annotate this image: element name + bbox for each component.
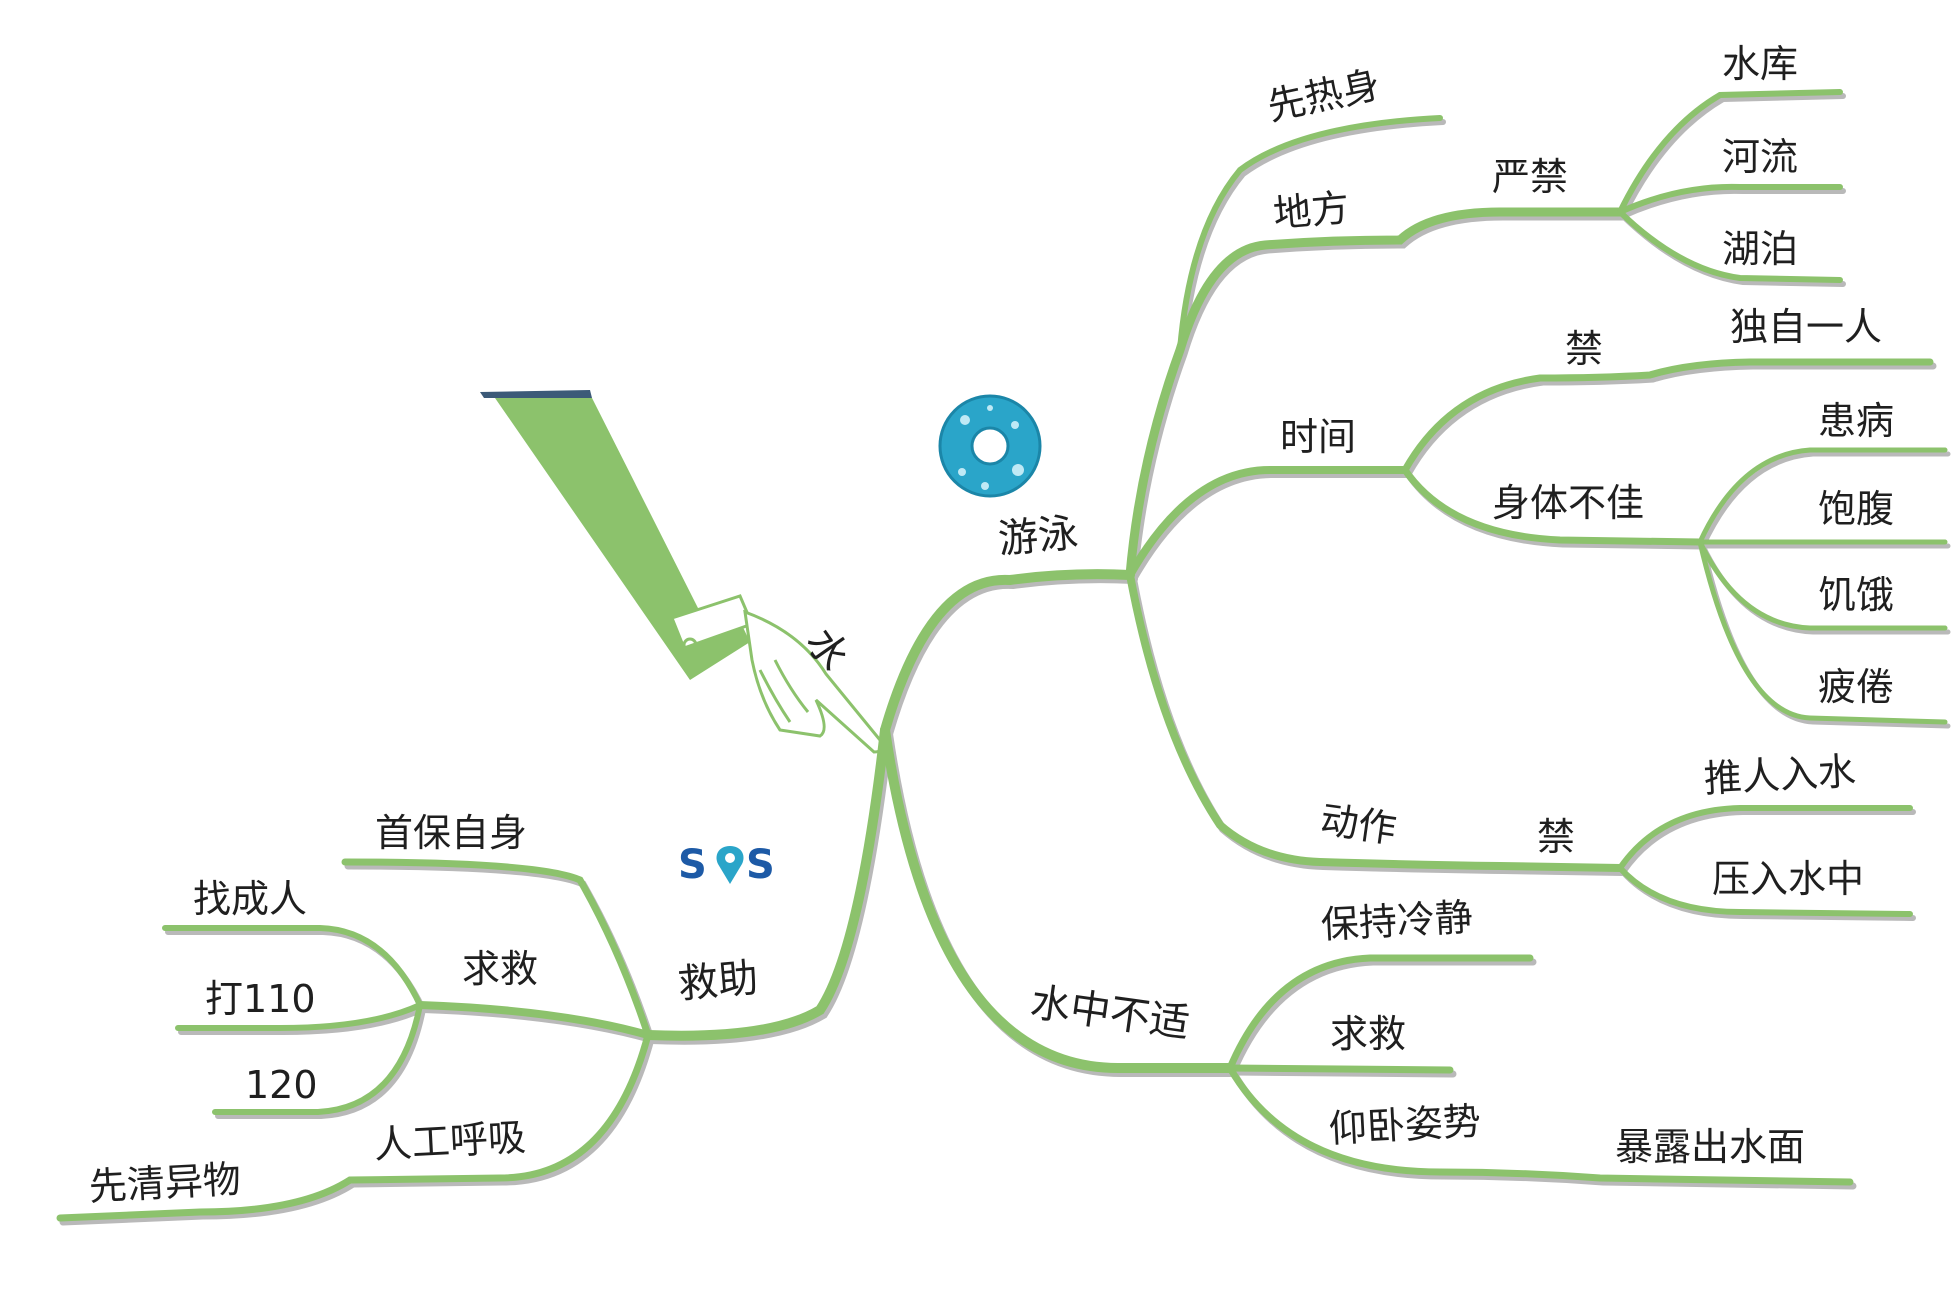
sos-pin-icon: S S [678,842,775,888]
pointing-hand-icon [480,390,884,754]
posture-label: 仰卧姿势 [1327,1099,1482,1151]
press-label: 压入水中 [1712,857,1865,901]
place-label: 地方 [1271,185,1351,236]
reservoir-label: 水库 [1722,42,1799,86]
branch-reservoir [1617,89,1843,215]
branch-place [1125,207,1625,580]
full-label: 饱腹 [1818,487,1895,531]
branch-lake [1617,209,1843,283]
branch-swimming [880,569,1135,735]
time-label: 时间 [1280,415,1357,459]
branch-self-first [341,858,652,1039]
cpr-label: 人工呼吸 [372,1115,527,1167]
branch-adult [162,925,423,1008]
branch-rescue-call [416,1001,652,1039]
branch-time [1126,466,1409,579]
branch-120 [212,1002,423,1115]
branch-cpr [56,1031,652,1222]
branch-110 [175,1002,423,1031]
rescue-label: 救助 [676,955,760,1008]
rescue-call-help-label: 求救 [462,947,539,991]
unwell-label: 身体不佳 [1492,481,1645,525]
tired-label: 疲倦 [1818,665,1895,709]
call-120-label: 120 [245,1063,318,1107]
posture-detail-label: 暴露出水面 [1615,1125,1806,1169]
time-forbidden-label: 禁 [1565,327,1604,371]
river-label: 河流 [1722,135,1799,179]
branches [56,89,1948,1222]
cpr-detail-label: 先清异物 [87,1157,242,1209]
action-label: 动作 [1317,797,1399,852]
call-110-label: 打110 [205,977,316,1021]
branch-warmup [1177,115,1443,353]
branch-calm [1226,954,1534,1072]
branch-alone [1401,358,1934,474]
alone-label: 独自一人 [1730,305,1883,349]
branch-unwell [1401,466,1704,546]
self-first-label: 首保自身 [375,811,528,855]
svg-text:S: S [746,842,775,888]
branch-call-help [1226,1064,1454,1074]
place-forbidden-label: 严禁 [1492,155,1569,199]
adult-label: 找成人 [193,877,308,921]
push-label: 推人入水 [1702,749,1857,801]
branch-shadows [59,93,1951,1226]
branch-press [1617,865,1913,917]
branch-action [1126,571,1624,872]
branch-hungry [1697,539,1948,631]
branch-discomfort [880,725,1235,1074]
action-forbidden-label: 禁 [1537,815,1576,859]
discomfort-call-help-label: 求救 [1330,1012,1407,1056]
branch-posture [1226,1064,1854,1186]
swim-ring-icon [938,394,1042,498]
branch-push [1617,805,1913,871]
lake-label: 湖泊 [1722,227,1799,271]
ill-label: 患病 [1818,399,1895,443]
swimming-label: 游泳 [996,510,1080,563]
svg-text:S: S [678,842,707,888]
branch-river [1617,183,1843,215]
branch-rescue [643,725,890,1041]
hungry-label: 饥饿 [1818,573,1895,617]
branch-ill [1697,447,1948,545]
calm-label: 保持冷静 [1319,895,1474,947]
branch-tired [1697,539,1948,725]
